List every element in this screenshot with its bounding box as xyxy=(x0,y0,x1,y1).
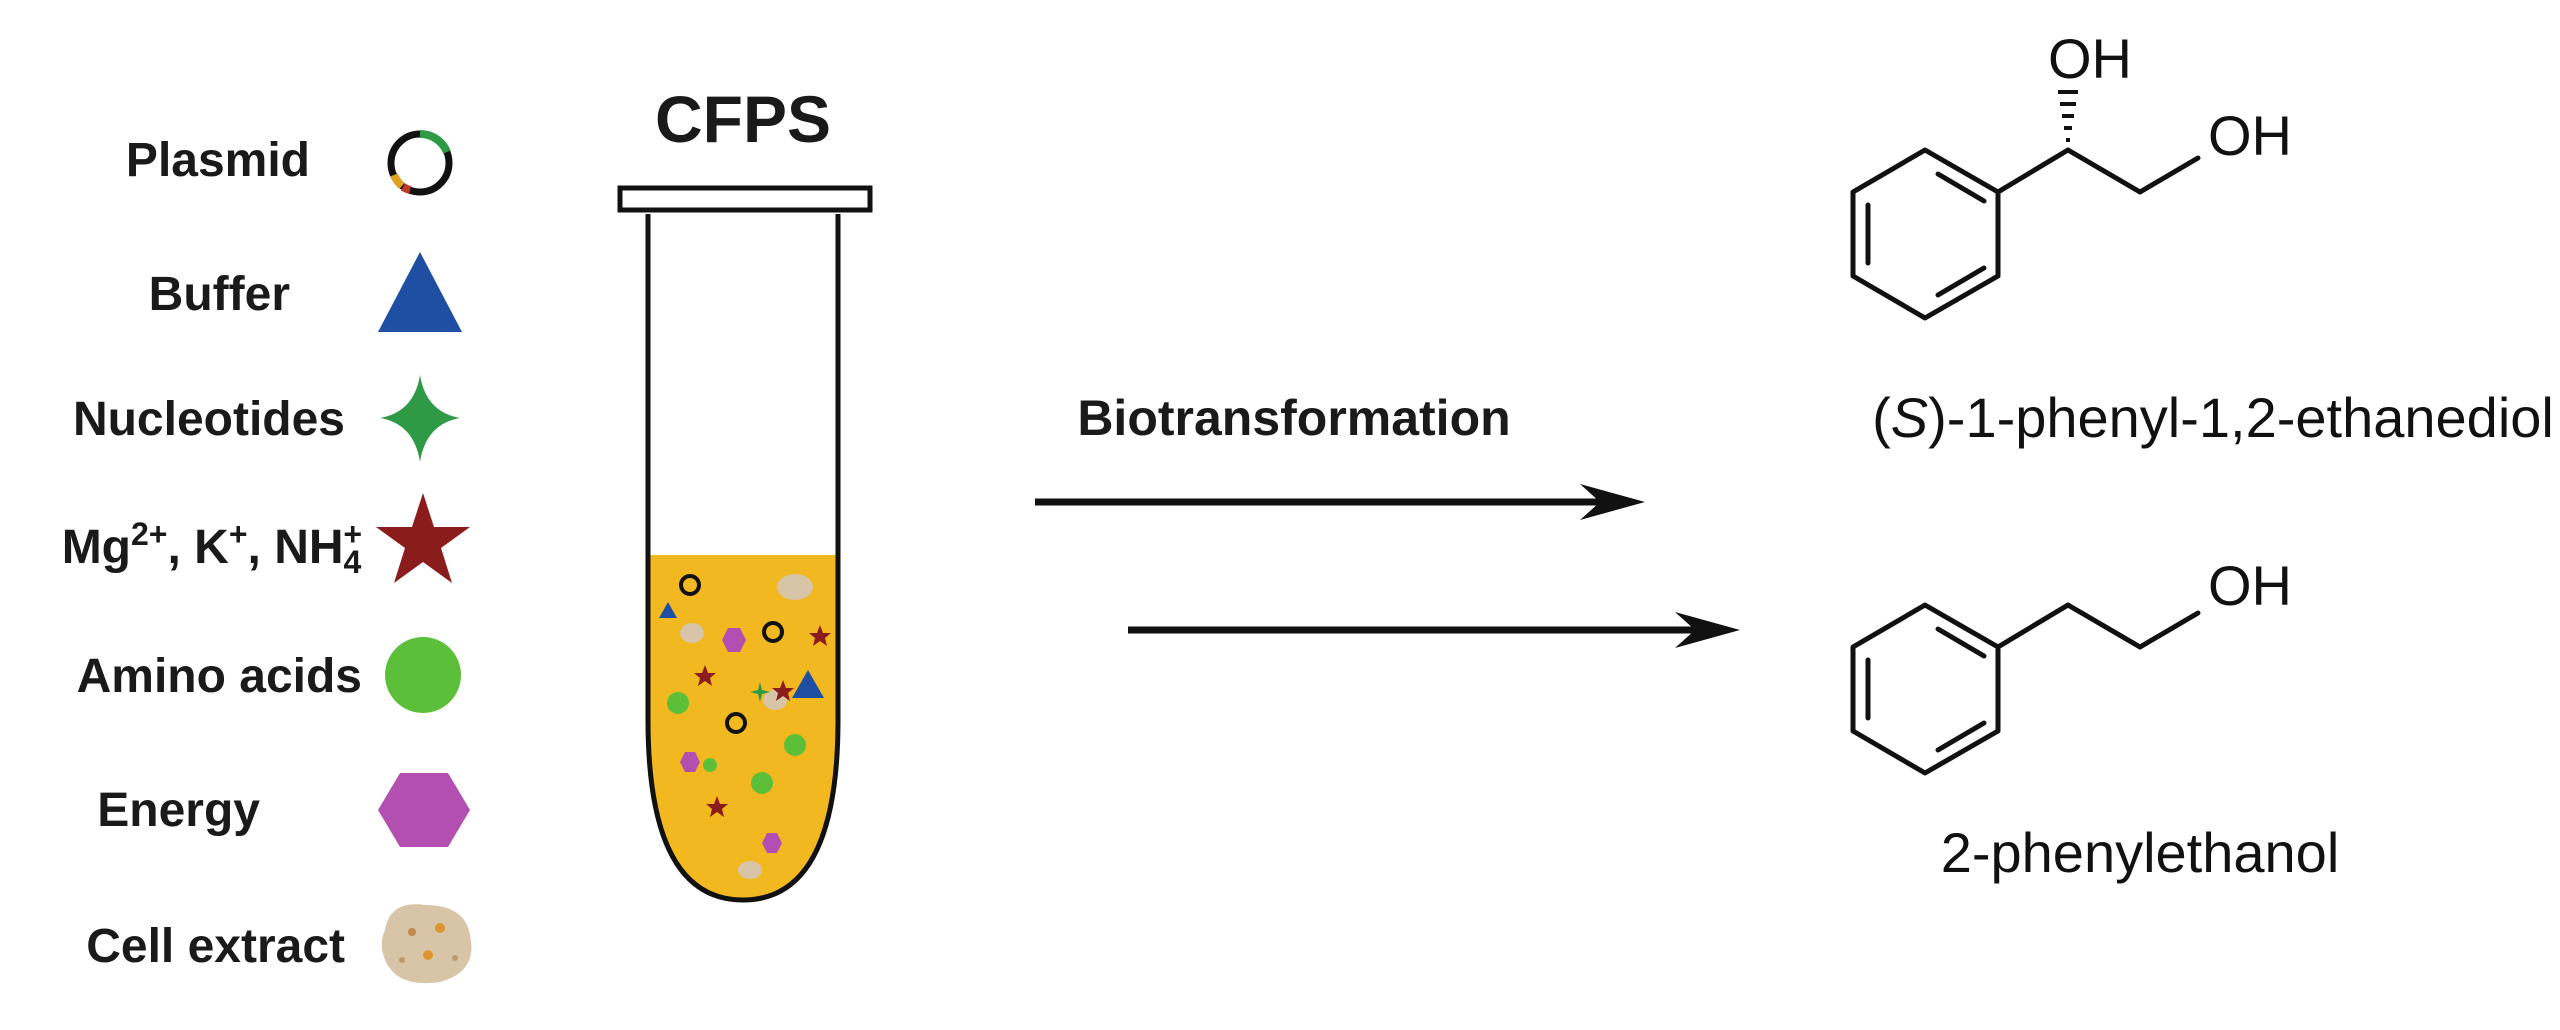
particle-energy xyxy=(762,833,782,853)
particle-ion xyxy=(772,680,794,701)
particle-buffer xyxy=(659,602,677,618)
legend: Plasmid Buffer Nucleotides Mg2+, K+, NH4… xyxy=(62,129,472,984)
legend-label-ions: Mg2+, K+, NH4+ xyxy=(62,516,362,580)
buffer-icon xyxy=(378,252,462,332)
particle-cell-extract xyxy=(777,574,813,600)
biotransformation-label: Biotransformation xyxy=(1077,390,1510,446)
ions-star-icon xyxy=(376,493,470,583)
tube-particles xyxy=(659,574,831,879)
cfps-title: CFPS xyxy=(655,82,831,156)
legend-label-plasmid: Plasmid xyxy=(126,134,310,187)
cell-extract-icon xyxy=(381,904,472,984)
particle-nucleotide xyxy=(750,682,770,702)
oh-label-3: OH xyxy=(2208,554,2292,617)
particle-energy xyxy=(680,752,700,772)
arrow-upper xyxy=(1035,484,1645,520)
product-diol-structure: OH OH xyxy=(1850,27,2292,321)
particle-amino-acid xyxy=(703,758,717,772)
reaction-arrows: Biotransformation xyxy=(1035,390,1740,648)
product-phenylethanol-structure: OH xyxy=(1850,554,2292,776)
arrow-lower xyxy=(1128,612,1740,648)
plasmid-icon xyxy=(387,129,453,196)
particle-plasmid xyxy=(679,574,701,596)
tube-body xyxy=(645,214,841,903)
tube-cap xyxy=(617,185,873,213)
reaction-tube: CFPS xyxy=(617,82,873,903)
legend-label-buffer: Buffer xyxy=(149,268,290,321)
particle-buffer xyxy=(792,670,824,698)
legend-label-nucleotides: Nucleotides xyxy=(73,393,345,446)
legend-label-cell-extract: Cell extract xyxy=(86,920,345,973)
particle-ion xyxy=(809,625,831,646)
legend-label-energy: Energy xyxy=(97,784,260,837)
particle-plasmid xyxy=(725,712,747,734)
nucleotides-icon xyxy=(380,375,460,462)
particle-cell-extract xyxy=(738,861,762,879)
amino-acids-icon xyxy=(385,637,461,713)
particle-amino-acid xyxy=(751,772,773,794)
particle-ion xyxy=(694,665,716,686)
oh-label-2: OH xyxy=(2208,104,2292,167)
oh-label-1: OH xyxy=(2048,27,2132,90)
particle-ion xyxy=(706,796,728,817)
legend-label-amino-acids: Amino acids xyxy=(77,650,362,703)
particle-cell-extract xyxy=(680,623,704,643)
particle-plasmid xyxy=(762,621,784,643)
particle-amino-acid xyxy=(784,734,806,756)
particle-amino-acid xyxy=(667,692,689,714)
product-diol-name: (S)-1-phenyl-1,2-ethanediol xyxy=(1872,386,2554,449)
energy-icon xyxy=(378,773,470,847)
product-phenylethanol-name: 2-phenylethanol xyxy=(1941,821,2340,884)
particle-energy xyxy=(722,628,746,652)
